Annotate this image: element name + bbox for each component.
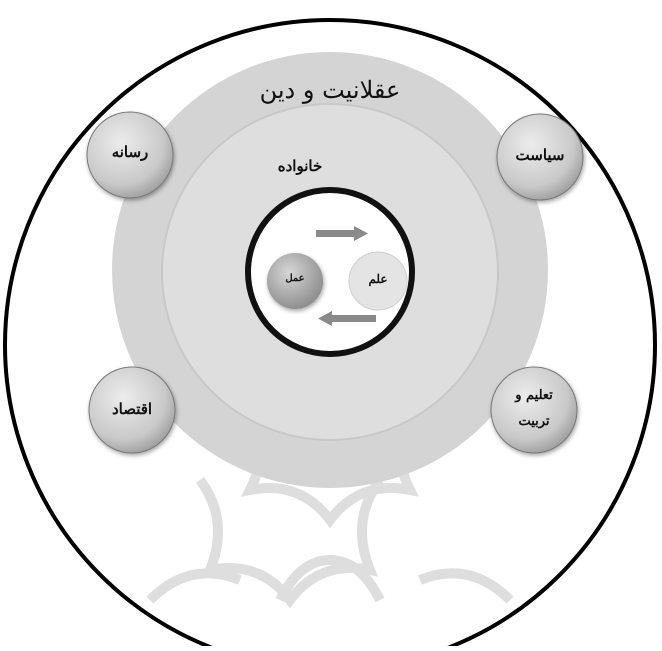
satellite-education [490,366,578,454]
politics-label: سیاست [515,146,565,164]
education-label-line2: تربیت [518,414,550,429]
satellite-economy [88,366,176,454]
action-label: عمل [285,273,305,284]
media-label: رسانه [111,143,149,161]
arrow-left-icon [318,311,376,326]
satellite-media [86,111,174,199]
action-node [267,253,323,309]
knowledge-node [348,251,408,311]
inner-ring [245,187,415,357]
outer-frame-circle [3,18,657,651]
education-label-line1: تعلیم و [515,388,553,403]
satellite-politics [496,113,584,201]
outer-ring-label: عقلانیت و دین [259,76,401,104]
arrow-right-icon [316,226,368,241]
economy-label: اقتصاد [111,400,153,418]
knowledge-label: علم [368,272,388,286]
middle-ring-label: خانواده [277,157,323,175]
